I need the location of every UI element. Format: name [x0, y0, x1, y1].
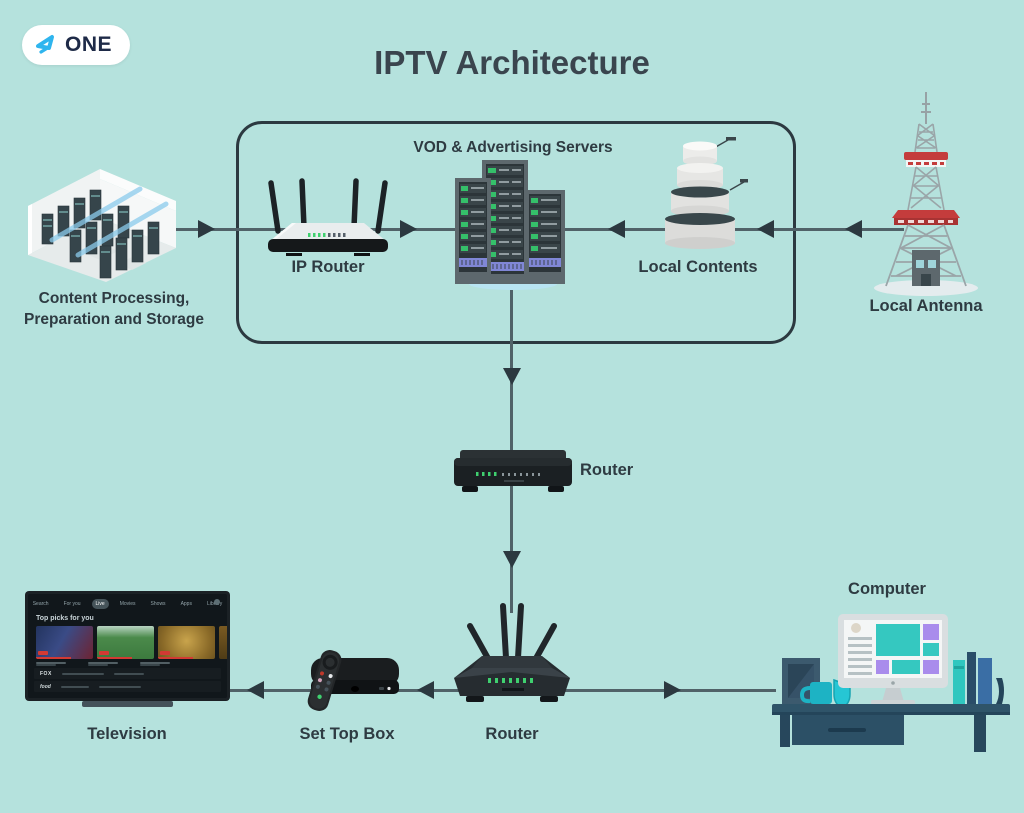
- ip-router-label: IP Router: [291, 258, 365, 276]
- tv-profile-avatar: [214, 599, 220, 605]
- arrow-router-to-homerouter: [503, 551, 521, 568]
- arrow-router-to-stb: [417, 681, 434, 699]
- tv-heading: Top picks for you: [36, 615, 94, 622]
- content-processing-label-line1: Content Processing,: [38, 290, 190, 307]
- connection-line-vertical: [510, 283, 513, 613]
- play-brand-icon: [36, 35, 54, 54]
- local-contents-illustration: [665, 137, 748, 249]
- computer-label: Computer: [848, 580, 926, 598]
- computer-illustration: [772, 614, 1010, 752]
- tv-thumbnail-sports: [97, 626, 154, 659]
- tv-channel-row: FOX: [34, 668, 221, 679]
- tv-channel-logo-food: food: [40, 683, 51, 690]
- tv-channel-row: food: [34, 681, 221, 692]
- server-room-illustration: [28, 169, 176, 282]
- page-title: IPTV Architecture: [374, 44, 650, 81]
- vod-servers-illustration: [455, 160, 565, 290]
- home-router-label: Router: [485, 725, 539, 743]
- content-processing-label: Content Processing, Preparation and Stor…: [24, 288, 204, 330]
- arrow-stb-to-tv: [247, 681, 264, 699]
- arrow-contents-to-vod: [608, 220, 625, 238]
- tv-stand: [82, 701, 173, 707]
- tv-menu-item: Search: [32, 601, 49, 607]
- tv-thumbnail-home: [158, 626, 215, 659]
- tv-thumbnail-partial: [219, 626, 227, 659]
- tv-menu-item: Apps: [180, 601, 192, 607]
- brand-logo-text: ONE: [65, 33, 113, 56]
- distribution-router-label: Router: [580, 461, 634, 479]
- headend-group-box: [236, 121, 796, 344]
- tv-menu-item: Movies: [119, 601, 136, 607]
- tv-menu-item: For you: [63, 601, 81, 607]
- set-top-box-illustration: [307, 650, 399, 711]
- tv-thumbnail-row: [36, 626, 227, 659]
- tv-thumbnail-news: [36, 626, 93, 659]
- distribution-router-illustration: [454, 450, 572, 492]
- brand-logo: ONE: [22, 25, 131, 65]
- arrow-storage-to-headend: [198, 220, 215, 238]
- local-contents-label: Local Contents: [638, 258, 758, 276]
- tv-menu-item: Shows: [150, 601, 166, 607]
- arrow-antenna-to-headend: [845, 220, 862, 238]
- set-top-box-label: Set Top Box: [299, 725, 395, 743]
- local-antenna-illustration: [874, 92, 978, 296]
- arrow-iprouter-to-vod: [400, 220, 417, 238]
- tv-channel-rows: FOX food: [28, 668, 227, 692]
- content-processing-label-line2: Preparation and Storage: [23, 311, 205, 328]
- ip-router-illustration: [268, 178, 388, 256]
- tv-channel-logo-fox: FOX: [40, 670, 52, 677]
- arrow-headend-to-router: [503, 368, 521, 385]
- home-router-illustration: [454, 603, 570, 702]
- tv-caption-bars: [36, 662, 227, 664]
- arrow-into-headend-right: [757, 220, 774, 238]
- local-antenna-label: Local Antenna: [869, 297, 983, 315]
- vod-servers-label: VOD & Advertising Servers: [413, 139, 613, 156]
- television-label: Television: [87, 725, 167, 743]
- arrow-router-to-computer: [664, 681, 681, 699]
- tv-menu-item: Live: [91, 599, 109, 609]
